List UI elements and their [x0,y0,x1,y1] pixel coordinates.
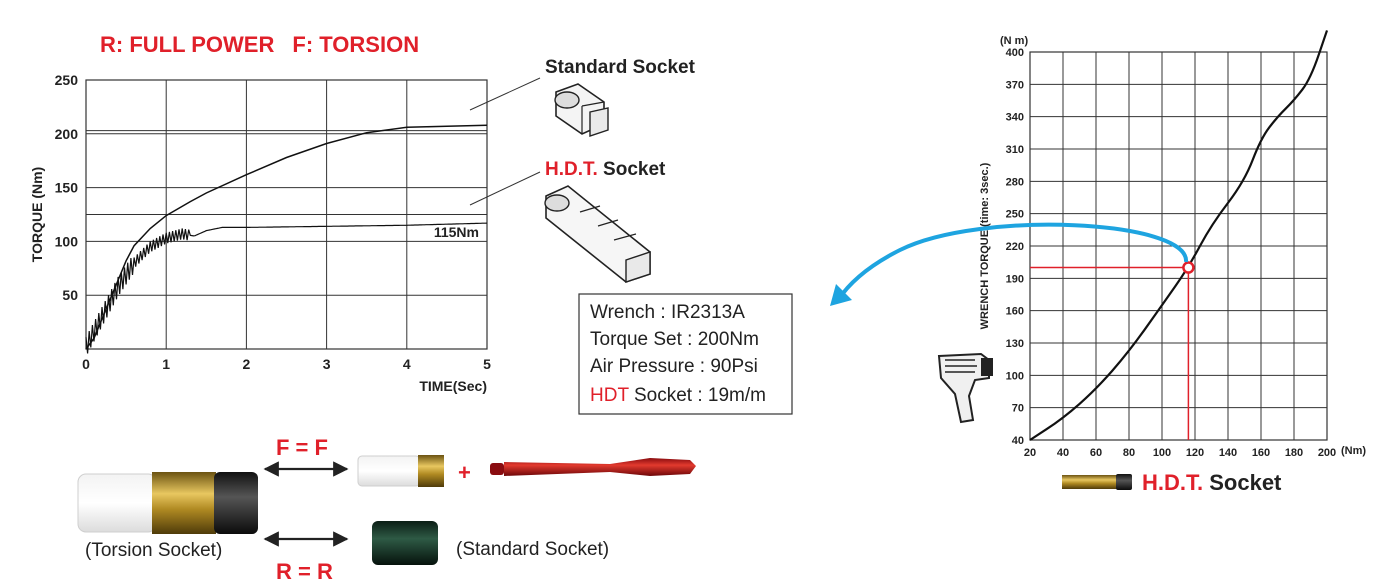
info-box: Wrench : IR2313A Torque Set : 200Nm Air … [578,293,793,415]
info-socket-size: HDT Socket : 19m/m [590,385,766,406]
y-tick-label: 160 [1006,306,1024,318]
title-r-text: : FULL POWER [116,32,275,57]
impact-wrench-icon [937,352,993,424]
series-line-torque [1029,30,1329,441]
y-tick-label: 100 [1006,370,1024,382]
y-tick-label: 190 [1006,273,1024,285]
hdt-socket-icon [544,185,651,283]
torsion-bar-image [490,458,696,476]
x-tick-label: 180 [1285,447,1303,459]
y-tick-label: 220 [1006,241,1024,253]
x-tick-label: 160 [1252,447,1270,459]
standard-socket-icon [554,83,609,137]
series-line-hdt [85,222,488,354]
y-tick-label: 370 [1006,79,1024,91]
title-r-key: R [100,32,116,57]
y-tick-label: 280 [1006,176,1024,188]
title-f-key: F [292,32,305,57]
x-tick-label: 200 [1318,447,1336,459]
chart-title: R: FULL POWER F: TORSION [100,32,419,57]
y-tick-label: 400 [1006,47,1024,59]
x-tick-label: 80 [1123,447,1135,459]
torsion-socket-image [77,472,258,534]
y-unit-label: (N m) [1000,35,1028,47]
y-axis-label: TORQUE (Nm) [29,167,45,262]
y-tick-label: 40 [1012,435,1024,447]
x-tick-label: 60 [1090,447,1102,459]
standard-socket-caption: (Standard Socket) [456,539,609,560]
torsion-socket-label: (Torsion Socket) [85,540,222,561]
annotation-115nm: 115Nm [434,224,479,240]
x-tick-label: 20 [1024,447,1036,459]
y-tick-label: 100 [55,233,79,249]
x-unit-label: (Nm) [1341,445,1366,457]
x-tick-label: 5 [483,356,491,372]
plot-frame [85,79,488,350]
x-axis-label: TIME(Sec) [419,378,487,394]
x-tick-label: 140 [1219,447,1237,459]
x-tick-label: 2 [243,356,251,372]
marker-point [1182,261,1195,274]
y-tick-label: 340 [1006,112,1024,124]
standard-socket-label: Standard Socket [545,57,696,78]
marker-guide-lines [1030,266,1190,440]
x-tick-label: 3 [323,356,331,372]
y-tick-label: 130 [1006,338,1024,350]
y-tick-label: 250 [55,72,79,88]
blue-arrow [836,222,1189,302]
blue-arrow-head [830,284,852,306]
x-tick-label: 0 [82,356,90,372]
hdt-socket-small-icon [1062,474,1132,490]
info-wrench: Wrench : IR2313A [590,302,745,323]
y-tick-label: 310 [1006,144,1024,156]
y-tick-label: 200 [55,126,79,142]
y-axis-label: WRENCH TORQUE (time: 3sec.) [979,162,991,329]
leader-line-hdt [469,171,541,206]
x-tick-label: 1 [162,356,170,372]
standard-socket-image [372,521,438,565]
plot-frame [1029,51,1328,441]
y-tick-label: 150 [55,180,79,196]
plus-sign: + [458,460,471,485]
x-tick-label: 100 [1153,447,1171,459]
series-line-standard [85,124,488,350]
hdt-socket-label: H.D.T. Socket [545,159,666,180]
x-tick-label: 40 [1057,447,1069,459]
x-tick-label: 120 [1186,447,1204,459]
info-air-pressure: Air Pressure : 90Psi [590,356,758,377]
leader-line-standard [469,77,541,111]
y-tick-label: 70 [1012,403,1024,415]
title-f-text: : TORSION [306,32,419,57]
info-torque-set: Torque Set : 200Nm [590,329,759,350]
x-tick-label: 4 [403,356,411,372]
r-equals-label: R = R [276,559,333,584]
hdt-socket-caption: H.D.T. Socket [1142,470,1282,495]
torsion-socket-small-image [357,455,444,487]
y-tick-label: 250 [1006,209,1024,221]
f-equals-label: F = F [276,435,328,460]
y-tick-label: 50 [62,287,78,303]
